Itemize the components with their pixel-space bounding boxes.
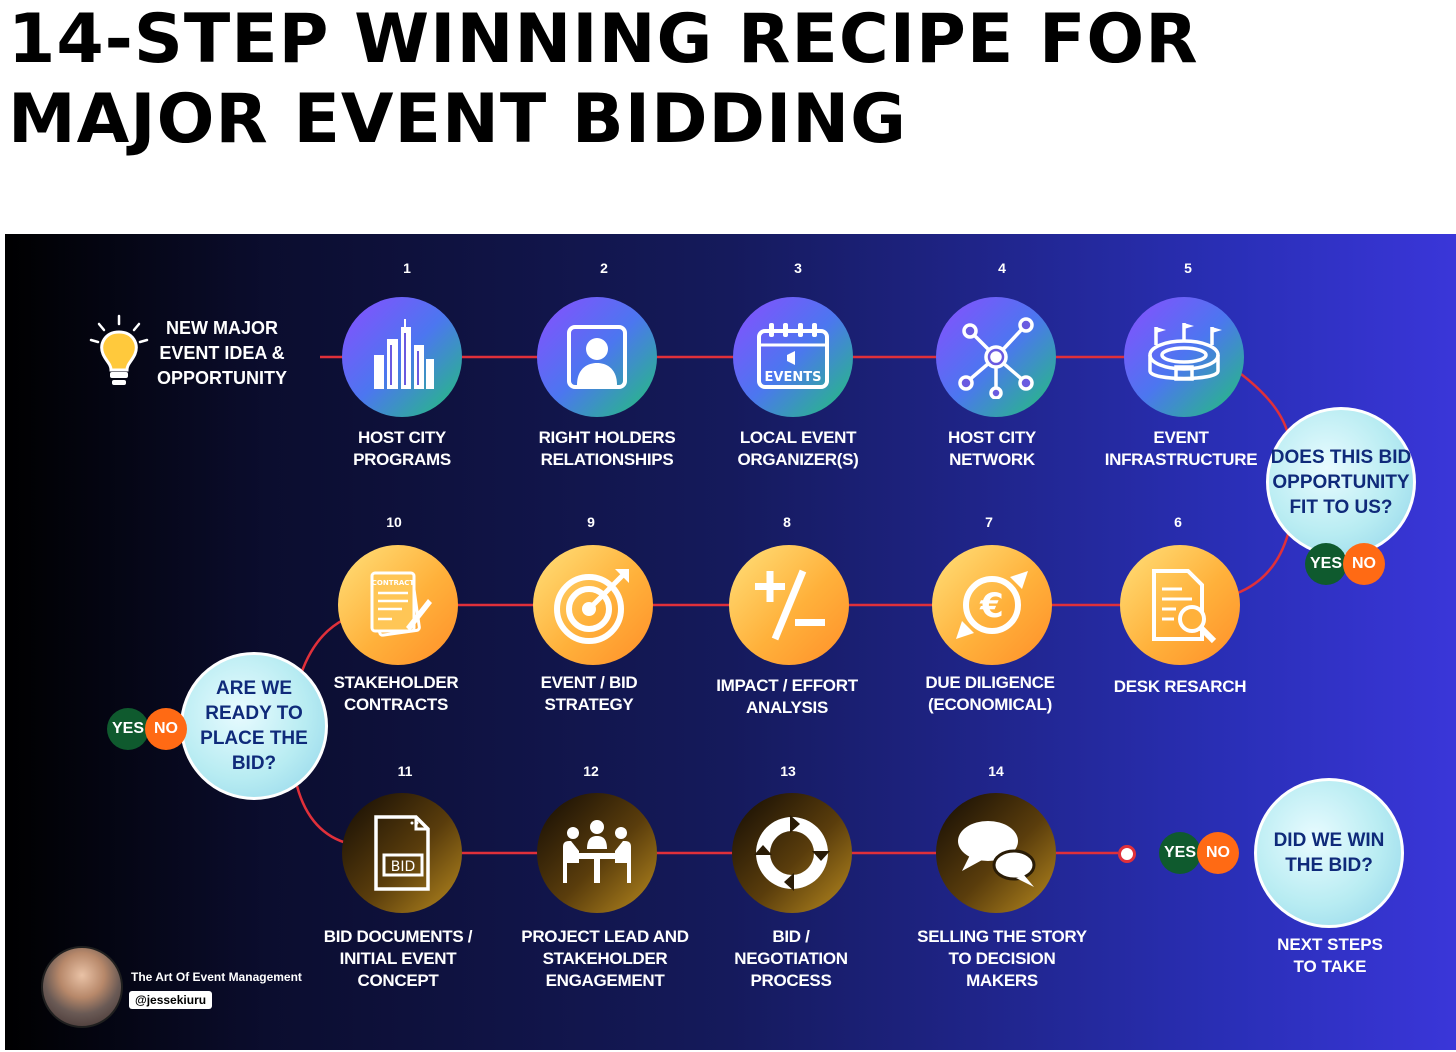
decision-ready: ARE WE READY TO PLACE THE BID? <box>180 652 328 800</box>
step-circle-13 <box>732 793 852 913</box>
meeting-table-icon <box>563 820 631 883</box>
step-number-13: 13 <box>780 763 796 779</box>
start-label: NEW MAJOR EVENT IDEA & OPPORTUNITY <box>156 318 287 388</box>
bid-document-icon: BID <box>374 815 430 891</box>
step-label-5: EVENT INFRASTRUCTURE <box>1104 428 1258 469</box>
step-circle-9 <box>533 545 653 665</box>
avatar <box>41 946 123 1028</box>
person-icon <box>567 325 627 389</box>
step-label-3: LOCAL EVENT ORGANIZER(S) <box>737 428 859 469</box>
decision-fit-yes: YES <box>1305 543 1347 585</box>
connector-5-decision1 <box>1240 373 1290 435</box>
step-circle-7: € <box>932 545 1052 665</box>
connector-decision1-6 <box>1234 533 1290 596</box>
step-label-14: SELLING THE STORY TO DECISION MAKERS <box>917 927 1087 990</box>
lightbulb-icon <box>89 314 149 385</box>
decision-fit-no: NO <box>1343 543 1385 585</box>
brand-name: The Art Of Event Management <box>131 970 302 984</box>
step-circle-3: EVENTS <box>733 297 853 417</box>
next-steps-label: NEXT STEPS TO TAKE <box>1277 935 1383 976</box>
step-label-2: RIGHT HOLDERS RELATIONSHIPS <box>538 428 676 469</box>
title-line-2: MAJOR EVENT BIDDING <box>8 80 907 159</box>
step-circle-8 <box>729 545 849 665</box>
target-arrow-icon <box>554 569 629 644</box>
step-circle-2 <box>537 297 657 417</box>
step-label-13: BID / NEGOTIATION PROCESS <box>734 927 848 990</box>
step-number-4: 4 <box>998 260 1006 276</box>
step-label-9: EVENT / BID STRATEGY <box>540 673 638 714</box>
step-number-5: 5 <box>1184 260 1192 276</box>
step-number-10: 10 <box>386 514 402 530</box>
decision-win-no: NO <box>1197 832 1239 874</box>
connector-10-decision2 <box>299 617 346 675</box>
step-circle-14 <box>936 793 1056 913</box>
step-number-2: 2 <box>600 260 608 276</box>
cycle-arrows-icon <box>754 815 830 891</box>
step-circle-12 <box>537 793 657 913</box>
decision-win: DID WE WIN THE BID? <box>1254 778 1404 928</box>
step-circle-10: CONTRACT <box>338 545 458 665</box>
step-circle-5 <box>1124 297 1244 417</box>
svg-text:€: € <box>979 586 1004 626</box>
infographic-panel: NEW MAJOR EVENT IDEA & OPPORTUNITY 1 HOS… <box>5 234 1456 1050</box>
decision-win-yes: YES <box>1159 832 1201 874</box>
document-search-icon <box>1152 569 1217 644</box>
step-label-8: IMPACT / EFFORT ANALYSIS <box>716 676 858 717</box>
step-number-3: 3 <box>794 260 802 276</box>
plus-minus-icon <box>755 569 825 641</box>
connector-decision2-11 <box>295 785 351 846</box>
decision-ready-options: YES NO <box>107 708 187 750</box>
step-number-11: 11 <box>397 763 413 779</box>
step-number-8: 8 <box>783 514 791 530</box>
title-line-1: 14-STEP WINNING RECIPE FOR <box>8 0 1199 79</box>
contract-pen-icon: CONTRACT <box>370 571 432 637</box>
step-label-7: DUE DILIGENCE (ECONOMICAL) <box>925 673 1055 714</box>
step-label-10: STAKEHOLDER CONTRACTS <box>333 673 459 714</box>
events-calendar-icon: EVENTS <box>757 323 829 389</box>
step-number-6: 6 <box>1174 514 1182 530</box>
decision-fit: DOES THIS BID OPPORTUNITY FIT TO US? <box>1266 407 1416 557</box>
decision-ready-no: NO <box>145 708 187 750</box>
step-label-1: HOST CITY PROGRAMS <box>353 428 451 469</box>
bid-icon-text: BID <box>391 859 416 875</box>
flow-end-dot <box>1118 845 1136 863</box>
decision-fit-options: YES NO <box>1305 543 1385 585</box>
decision-win-options: YES NO <box>1159 832 1239 874</box>
euro-exchange-icon: € <box>956 571 1028 639</box>
network-hub-icon <box>958 317 1034 399</box>
contract-icon-text: CONTRACT <box>372 579 415 587</box>
step-circle-11: BID <box>342 793 462 913</box>
step-number-7: 7 <box>985 514 993 530</box>
step-circle-1 <box>342 297 462 417</box>
decision-ready-yes: YES <box>107 708 149 750</box>
step-label-4: HOST CITY NETWORK <box>948 428 1036 469</box>
step-label-11: BID DOCUMENTS / INITIAL EVENT CONCEPT <box>323 927 473 990</box>
step-number-12: 12 <box>583 763 599 779</box>
step-circle-6 <box>1120 545 1240 665</box>
step-number-14: 14 <box>988 763 1004 779</box>
social-handle: @jessekiuru <box>129 991 213 1009</box>
step-label-12: PROJECT LEAD AND STAKEHOLDER ENGAGEMENT <box>521 927 689 990</box>
page-title: 14-STEP WINNING RECIPE FOR MAJOR EVENT B… <box>8 0 1308 160</box>
step-number-9: 9 <box>587 514 595 530</box>
speech-bubbles-icon <box>958 821 1036 887</box>
events-icon-text: EVENTS <box>765 370 822 385</box>
step-number-1: 1 <box>403 260 411 276</box>
step-label-6: DESK RESARCH <box>1113 677 1247 696</box>
step-circle-4 <box>936 297 1056 417</box>
stadium-icon <box>1148 323 1222 381</box>
city-skyline-icon <box>374 319 434 389</box>
